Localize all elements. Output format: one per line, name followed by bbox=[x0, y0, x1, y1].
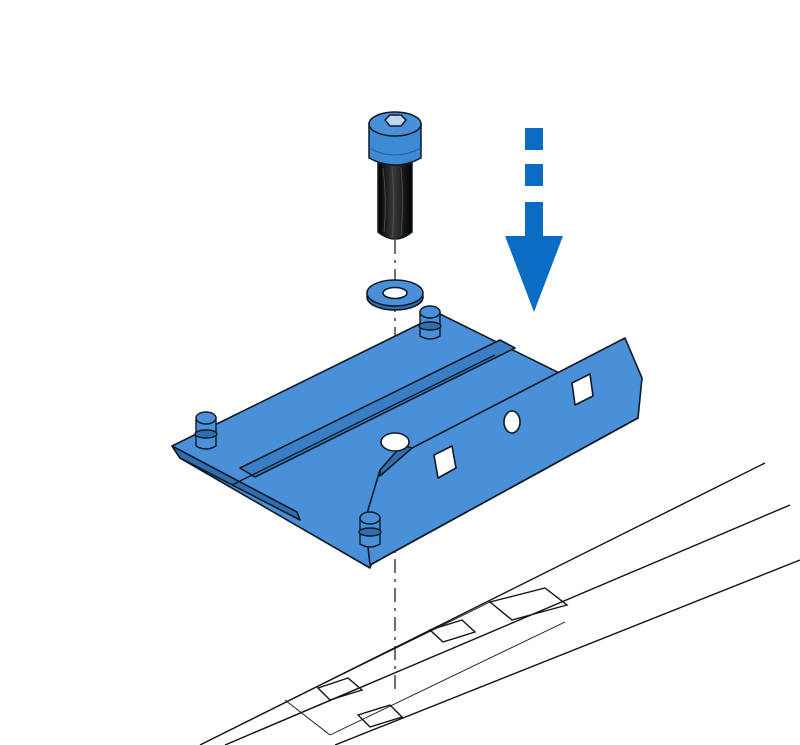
corner-stud bbox=[194, 411, 218, 450]
hex-socket-icon bbox=[383, 114, 408, 127]
bracket-square-hole bbox=[433, 445, 457, 479]
corner-stud bbox=[358, 511, 382, 548]
bracket-wall-fold bbox=[379, 444, 413, 477]
screw-thread bbox=[377, 161, 413, 240]
mounting-bracket bbox=[171, 313, 643, 569]
socket-head-cap-screw bbox=[368, 111, 422, 240]
corner-stud bbox=[418, 305, 442, 340]
bracket-base-hole bbox=[380, 432, 410, 452]
rail-channel bbox=[199, 462, 800, 745]
washer bbox=[366, 279, 424, 311]
bracket-groove bbox=[239, 339, 516, 478]
rail-slot bbox=[316, 587, 569, 728]
down-arrow-icon bbox=[505, 128, 563, 312]
bracket-round-hole bbox=[503, 410, 521, 434]
bracket-square-hole bbox=[571, 373, 594, 406]
